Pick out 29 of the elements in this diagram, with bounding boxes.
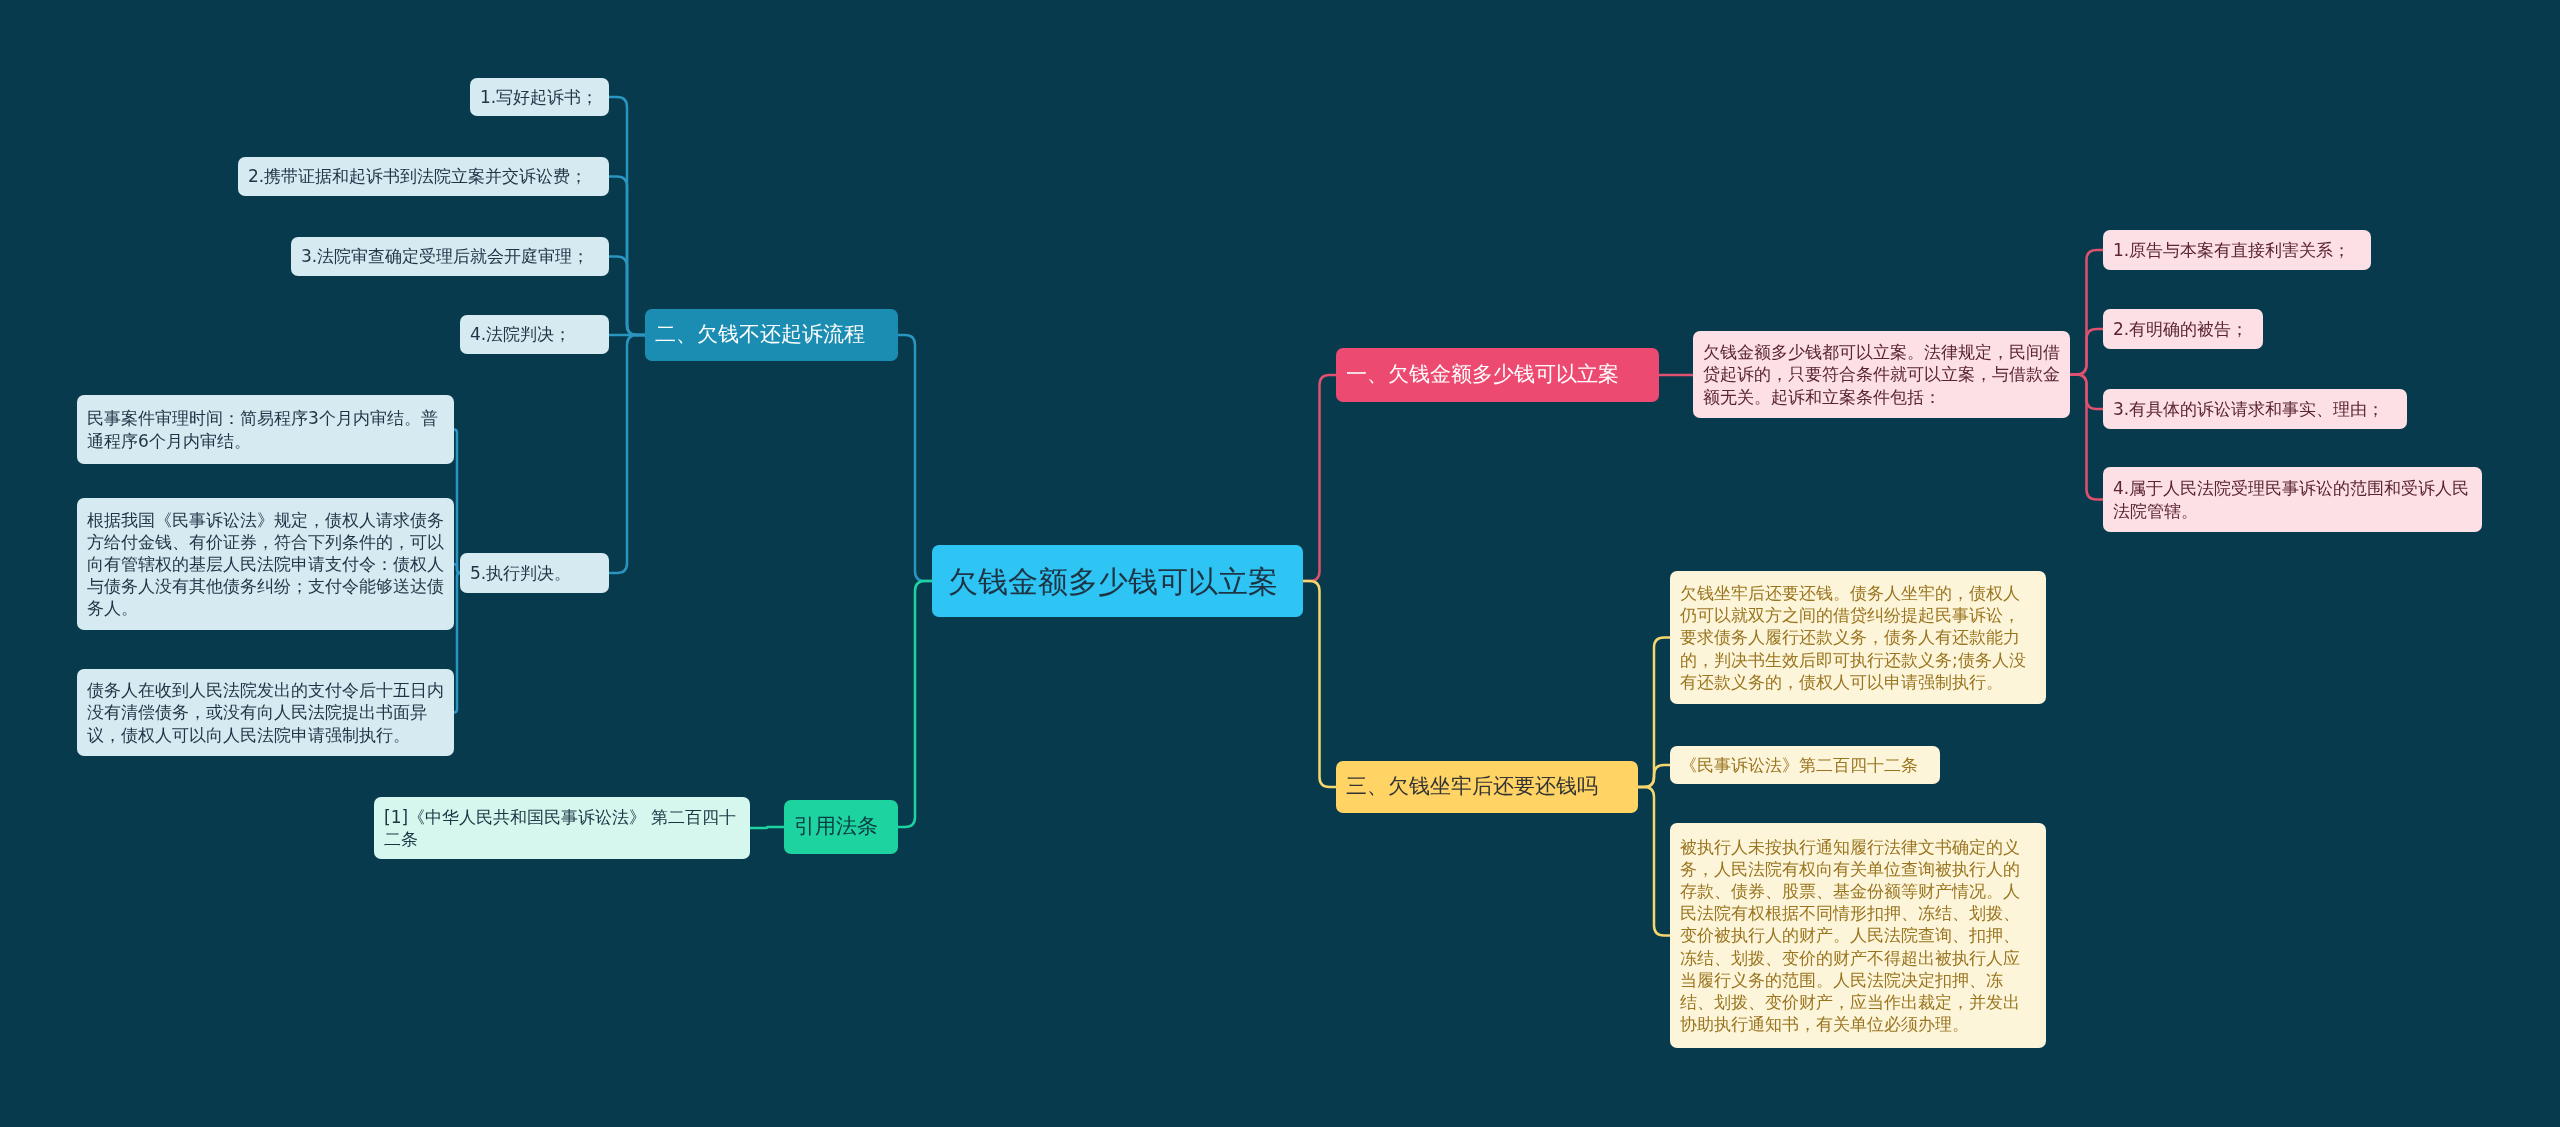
subtopic-box: 3.法院审查确定受理后就会开庭审理； [291, 237, 609, 276]
subtopic-box: 2.携带证据和起诉书到法院立案并交诉讼费； [238, 157, 609, 196]
connector-line [1303, 579, 1336, 789]
central-topic-box: 欠钱金额多少钱可以立案 [932, 545, 1303, 617]
connector-line [1659, 373, 1693, 377]
branch-topic-box: 一、欠钱金额多少钱可以立案 [1336, 348, 1659, 402]
subtopic-box: [1]《中华人民共和国民事诉讼法》 第二百四十二条 [374, 797, 750, 859]
connector-line [609, 333, 645, 575]
subtopic-box: 4.属于人民法院受理民事诉讼的范围和受诉人民法院管辖。 [2103, 467, 2482, 532]
subtopic-box: 1.原告与本案有直接利害关系； [2103, 230, 2371, 270]
subtopic-box: 1.写好起诉书； [470, 78, 609, 116]
subtopic-box: 根据我国《民事诉讼法》规定，债权人请求债务方给付金钱、有价证券，符合下列条件的，可以向有管辖权的基层人民法院申请支付令：债权人与债务人没有其他债务纠纷；支付令能够送达债务人。 [77, 498, 454, 630]
subtopic-box: 被执行人未按执行通知履行法律文书确定的义务，人民法院有权向有关单位查询被执行人的存款、债券、股票、基金份额等财产情况。人民法院有权根据不同情形扣押、冻结、划拨、变价被执行人的财产。人民法院查询、扣押、冻结、划拨、变价的财产不得超出被执行人应当履行义务的范围。人民法院决定扣押、冻结、划拨、变价财产，应当作出裁定，并发出协助执行通知书，有关单位必须办理。 [1670, 823, 2046, 1048]
connector-line [1638, 785, 1670, 937]
subtopic-box: 欠钱金额多少钱都可以立案。法律规定，民间借贷起诉的，只要符合条件就可以立案，与借款金额无关。起诉和立案条件包括： [1693, 331, 2070, 418]
branch-topic-box: 引用法条 [784, 800, 898, 854]
subtopic-box: 债务人在收到人民法院发出的支付令后十五日内没有清偿债务，或没有向人民法院提出书面异议，债权人可以向人民法院申请强制执行。 [77, 669, 454, 756]
subtopic-box: 3.有具体的诉讼请求和事实、理由； [2103, 389, 2407, 429]
subtopic-box: 民事案件审理时间：简易程序3个月内审结。普通程序6个月内审结。 [77, 395, 454, 464]
subtopic-box: 欠钱坐牢后还要还钱。债务人坐牢的，债权人仍可以就双方之间的借贷纠纷提起民事诉讼，要求债务人履行还款义务，债务人有还款能力的，判决书生效后即可执行还款义务;债务人没有还款义务的，债权人可以申请强制执行。 [1670, 571, 2046, 704]
subtopic-box: 4.法院判决； [460, 315, 609, 354]
branch-topic-box: 三、欠钱坐牢后还要还钱吗 [1336, 761, 1638, 813]
subtopic-box: 5.执行判决。 [460, 553, 609, 593]
connector-line [2070, 373, 2103, 501]
connector-line [452, 571, 462, 714]
subtopic-box: 2.有明确的被告； [2103, 309, 2263, 349]
connector-line [750, 825, 784, 830]
subtopic-box: 《民事诉讼法》第二百四十二条 [1670, 746, 1940, 784]
branch-topic-box: 二、欠钱不还起诉流程 [645, 309, 898, 361]
